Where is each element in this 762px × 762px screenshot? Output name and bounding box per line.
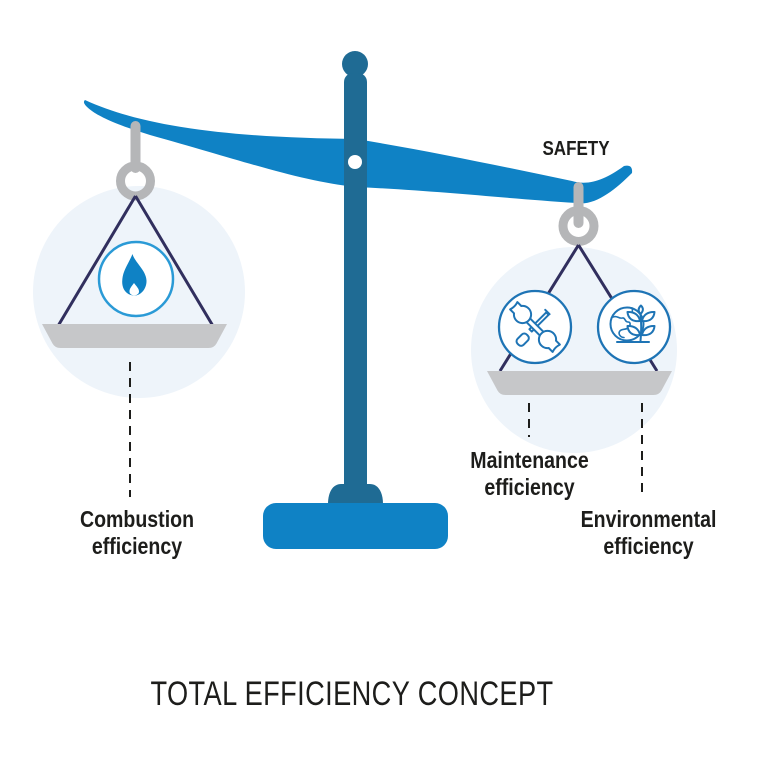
right-pan [487, 371, 672, 395]
left-pan [42, 324, 227, 348]
tools-icon [497, 289, 573, 365]
maintenance-efficiency-label: Maintenance efficiency [470, 447, 589, 500]
wrench-glyph [509, 301, 561, 353]
left-hanger-pin [130, 121, 141, 173]
left-pan-strings [56, 195, 215, 327]
flame-icon [97, 240, 175, 318]
pivot-dot [348, 155, 362, 169]
pillar-post [344, 73, 367, 493]
environment-icon [596, 289, 672, 365]
pillar-shoulder [328, 484, 383, 504]
pillar-finial-ball [342, 51, 368, 77]
flame-glyph [122, 254, 147, 296]
plant-glyph [626, 304, 656, 342]
safety-label: SAFETY [542, 138, 610, 160]
combustion-efficiency-label: Combustion efficiency [79, 506, 195, 559]
environmental-efficiency-label: Environmental efficiency [580, 506, 717, 559]
right-hanger-ring [558, 206, 599, 246]
flame-inner-cutout [129, 283, 139, 296]
right-hanger-pin [573, 182, 584, 228]
diagram-title: TOTAL EFFICIENCY CONCEPT [150, 675, 554, 713]
pillar-base [263, 503, 448, 549]
left-hanger-ring [116, 161, 155, 201]
